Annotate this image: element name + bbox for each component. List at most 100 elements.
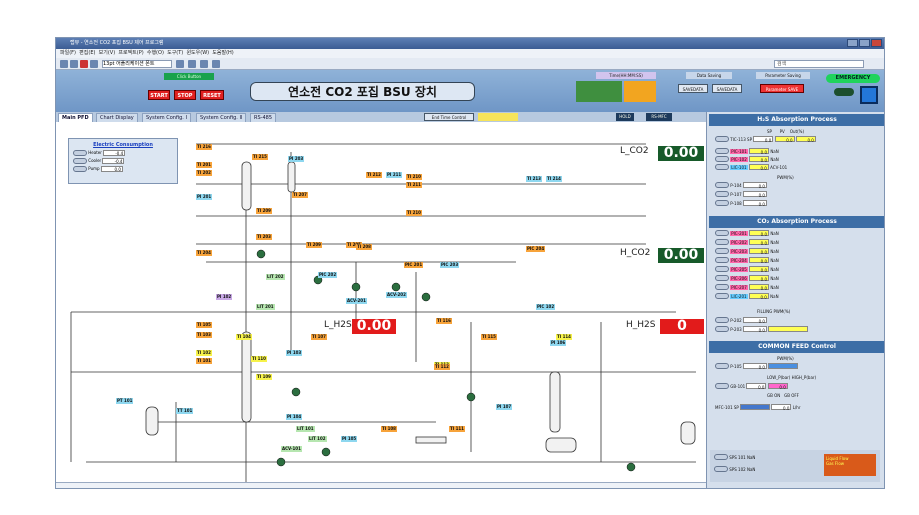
- align-icon[interactable]: [176, 60, 184, 68]
- sps102-label: SPS 102: [729, 467, 746, 472]
- econ-cooler-label: Cooler: [88, 158, 102, 163]
- lic101-switch[interactable]: [715, 164, 729, 170]
- p108-pwm[interactable]: 0.0: [742, 200, 767, 207]
- pic101-switch[interactable]: [715, 148, 729, 154]
- gb101-low[interactable]: 0.0: [746, 383, 767, 390]
- co2-row-sp[interactable]: 0.0: [749, 248, 770, 255]
- gb101-switch[interactable]: [715, 383, 729, 389]
- end-time-values[interactable]: [478, 113, 518, 121]
- co2-row-switch[interactable]: [715, 239, 729, 245]
- abort-icon[interactable]: [80, 60, 88, 68]
- minimize-button[interactable]: [847, 39, 858, 47]
- pump-switch[interactable]: [73, 166, 87, 172]
- run-continuous-icon[interactable]: [70, 60, 78, 68]
- co2-row-switch[interactable]: [715, 257, 729, 263]
- instrument-tag: TI 216: [196, 144, 212, 150]
- tab-main-pfd[interactable]: Main PFD: [58, 113, 93, 122]
- gb101-high[interactable]: 0.0: [767, 383, 788, 390]
- tab-system-config-1[interactable]: System Config. I: [142, 113, 191, 122]
- co2-row-switch[interactable]: [715, 275, 729, 281]
- menu-help[interactable]: 도움말(H): [212, 50, 234, 56]
- co2-row-pv: NaN: [770, 231, 779, 236]
- p105-pwm[interactable]: 0.0: [742, 363, 767, 370]
- heater-switch[interactable]: [73, 150, 87, 156]
- tab-rs485[interactable]: RS-485: [250, 113, 276, 122]
- menu-view[interactable]: 보기(V): [98, 50, 116, 56]
- co2-row-sp[interactable]: 0.0: [749, 230, 770, 237]
- p105-switch[interactable]: [715, 363, 729, 369]
- p104-switch[interactable]: [715, 182, 729, 188]
- param-save-button[interactable]: Parameter SAVE: [760, 84, 804, 93]
- p203-switch[interactable]: [715, 326, 729, 332]
- gb-on-label: GB ON: [767, 393, 781, 398]
- pause-icon[interactable]: [90, 60, 98, 68]
- sps101-switch[interactable]: [714, 454, 728, 460]
- close-button[interactable]: [871, 39, 882, 47]
- emergency-button[interactable]: EMERGENCY: [826, 74, 880, 83]
- sps102-switch[interactable]: [714, 466, 728, 472]
- co2-row-switch[interactable]: [715, 266, 729, 272]
- pic101-sp[interactable]: 0.0: [749, 148, 770, 155]
- instrument-tag: LIT 101: [296, 426, 315, 432]
- co2-row-sp[interactable]: 0.0: [749, 239, 770, 246]
- menu-project[interactable]: 프로젝트(P): [118, 50, 144, 56]
- co2-row-switch[interactable]: [715, 284, 729, 290]
- resize-icon[interactable]: [200, 60, 208, 68]
- menu-operate[interactable]: 수행(O): [146, 50, 164, 56]
- co2-row-label: PIC-201: [730, 231, 748, 236]
- savedata-button-1[interactable]: SAVEDATA: [678, 84, 708, 93]
- p105-selector[interactable]: [768, 363, 799, 369]
- menu-edit[interactable]: 편집(E): [79, 50, 96, 56]
- co2-row-sp[interactable]: 0.0: [748, 293, 769, 300]
- hold-label: HOLD: [616, 113, 634, 121]
- reorder-icon[interactable]: [212, 60, 220, 68]
- p202-switch[interactable]: [715, 317, 729, 323]
- font-select[interactable]: 13pt 어플리케이션 폰트: [102, 60, 172, 68]
- stop-button[interactable]: STOP: [174, 90, 196, 100]
- maximize-button[interactable]: [859, 39, 870, 47]
- tab-system-config-2[interactable]: System Config. II: [196, 113, 247, 122]
- p203-pwm[interactable]: 0.0: [742, 326, 767, 333]
- instrument-tag: TI 209: [256, 208, 272, 214]
- menu-file[interactable]: 파일(F): [60, 50, 76, 56]
- tab-chart-display[interactable]: Chart Display: [96, 113, 138, 122]
- p108-switch[interactable]: [715, 200, 729, 206]
- run-arrow-icon[interactable]: [60, 60, 68, 68]
- p105-row: P-105 0.0: [715, 363, 799, 370]
- p107-switch[interactable]: [715, 191, 729, 197]
- instrument-tag: PT 101: [116, 398, 134, 404]
- lic101-sp[interactable]: 0.0: [748, 164, 769, 171]
- co2-row-sp[interactable]: 0.0: [749, 284, 770, 291]
- co2-row-switch[interactable]: [715, 248, 729, 254]
- instrument-tag: PIC 203: [440, 262, 460, 268]
- menu-tools[interactable]: 도구(T): [167, 50, 184, 56]
- sp-label: SP: [767, 129, 772, 134]
- emergency-toggle[interactable]: [834, 88, 854, 96]
- tic113-sp[interactable]: 0.0: [753, 136, 774, 143]
- p104-pwm[interactable]: 0.0: [742, 182, 767, 189]
- end-time-control[interactable]: End Time Control: [424, 113, 474, 121]
- instrument-tag: TI 204: [196, 250, 212, 256]
- mfc101-value[interactable]: 0.0: [771, 404, 792, 411]
- co2-row-switch[interactable]: [715, 230, 729, 236]
- cooler-switch[interactable]: [73, 158, 87, 164]
- co2-row-sp[interactable]: 0.0: [749, 275, 770, 282]
- p107-pwm[interactable]: 0.0: [742, 191, 767, 198]
- distribute-icon[interactable]: [188, 60, 196, 68]
- pic102-switch[interactable]: [715, 156, 729, 162]
- p202-pwm[interactable]: 0.0: [742, 317, 767, 324]
- co2-row-sp[interactable]: 0.0: [749, 266, 770, 273]
- savedata-button-2[interactable]: SAVEDATA: [712, 84, 742, 93]
- instrument-tag: PI 211: [386, 172, 403, 178]
- instrument-tag: PIC 202: [318, 272, 338, 278]
- pic102-sp[interactable]: 0.0: [749, 156, 770, 163]
- instrument-tag: TI 202: [196, 170, 212, 176]
- menu-window[interactable]: 윈도우(W): [186, 50, 210, 56]
- tic113-switch[interactable]: [715, 136, 729, 142]
- co2-row-sp[interactable]: 0.0: [749, 257, 770, 264]
- reset-button[interactable]: RESET: [200, 90, 224, 100]
- search-input[interactable]: 검색: [774, 60, 864, 68]
- co2-row-switch[interactable]: [715, 293, 729, 299]
- start-button[interactable]: START: [148, 90, 170, 100]
